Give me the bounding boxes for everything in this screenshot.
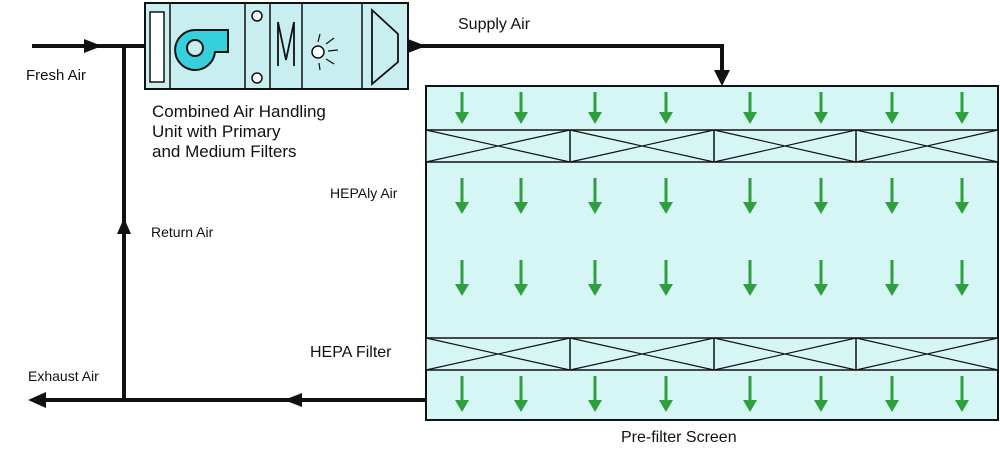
lamp-icon [311, 33, 339, 71]
airflow-arrow-icon [885, 260, 899, 296]
airflow-arrow-icon [588, 260, 602, 296]
airflow-arrow-icon [455, 178, 469, 214]
airflow-arrow-icon [514, 178, 528, 214]
airflow-arrow-icon [885, 92, 899, 124]
duct-arrowheads [28, 39, 730, 408]
airflow-arrow-icon [743, 178, 757, 214]
airflow-arrow-icon [455, 260, 469, 296]
hepa-filter-band [425, 337, 999, 371]
airflow-arrows [455, 92, 969, 412]
ahu-label-line1: Combined Air Handling [152, 102, 326, 121]
airflow-arrow-icon [659, 92, 673, 124]
return-air-arrow-icon [117, 218, 131, 234]
airflow-arrow-icon [814, 376, 828, 412]
medium-filter-icon [277, 21, 295, 66]
airflow-arrow-icon [743, 92, 757, 124]
ahu-label-line3: and Medium Filters [152, 142, 297, 161]
airflow-arrow-icon [588, 92, 602, 124]
ahu-casing [144, 2, 409, 90]
airflow-arrow-icon [955, 376, 969, 412]
airflow-arrow-icon [659, 376, 673, 412]
valve-bottom-icon [251, 72, 263, 84]
air-handling-unit [144, 2, 409, 90]
supply-down-arrow-icon [714, 70, 730, 86]
return-air-label: Return Air [151, 224, 214, 240]
clean-room [425, 85, 999, 421]
hepa-filter-label: HEPA Filter [310, 344, 392, 361]
valve-top-icon [251, 10, 263, 22]
airflow-arrow-icon [814, 178, 828, 214]
airflow-arrow-icon [455, 376, 469, 412]
supply-air-label: Supply Air [458, 16, 531, 33]
top-filter-band [425, 129, 999, 163]
prefilter-screen-label: Pre-filter Screen [621, 429, 737, 446]
airflow-arrow-icon [514, 260, 528, 296]
airflow-arrow-icon [514, 376, 528, 412]
exhaust-air-label: Exhaust Air [28, 368, 99, 384]
airflow-arrow-icon [514, 92, 528, 124]
airflow-arrow-icon [659, 178, 673, 214]
airflow-arrow-icon [455, 92, 469, 124]
outlet-diffuser-icon [371, 7, 399, 86]
supply-air-duct [408, 44, 724, 78]
airflow-arrow-icon [743, 260, 757, 296]
airflow-arrow-icon [814, 92, 828, 124]
airflow-arrow-icon [743, 376, 757, 412]
return-header-arrow-icon [284, 393, 302, 407]
supply-air-arrow-icon [408, 39, 426, 53]
airflow-arrow-icon [955, 178, 969, 214]
fresh-air-arrow-icon [84, 39, 102, 53]
airflow-arrow-icon [885, 376, 899, 412]
ahu-label-line2: Unit with Primary [152, 122, 281, 141]
airflow-arrow-icon [955, 92, 969, 124]
primary-filter-icon [149, 11, 165, 83]
airflow-arrow-icon [659, 260, 673, 296]
airflow-arrow-icon [885, 178, 899, 214]
airflow-arrow-icon [588, 376, 602, 412]
fan-icon [174, 29, 229, 71]
hepaly-air-label: HEPAly Air [330, 185, 398, 201]
fresh-air-label: Fresh Air [26, 67, 86, 84]
airflow-arrow-icon [588, 178, 602, 214]
airflow-arrow-icon [814, 260, 828, 296]
airflow-arrow-icon [955, 260, 969, 296]
exhaust-air-arrow-icon [28, 392, 46, 408]
